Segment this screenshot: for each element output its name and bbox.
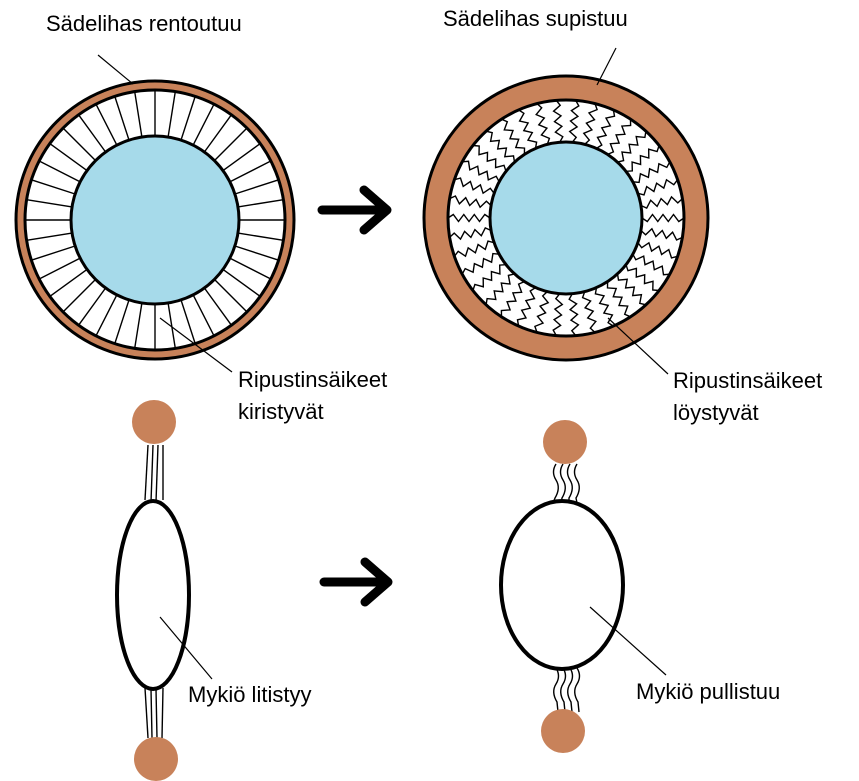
zonules-taut-bottom	[145, 688, 163, 738]
contracted-eye-ring	[424, 76, 708, 360]
label-lens-bulges: Mykiö pullistuu	[636, 677, 780, 707]
label-zonules-loosen-line2: löystyvät	[673, 398, 759, 428]
muscle-dot-top-left	[132, 400, 176, 444]
lens-flattened	[117, 501, 189, 689]
label-zonules-tighten-line1: Ripustinsäikeet	[238, 365, 387, 395]
leader-ciliary-relaxed	[98, 55, 133, 84]
label-zonules-loosen-line1: Ripustinsäikeet	[673, 366, 822, 396]
label-zonules-tighten-line2: kiristyvät	[238, 397, 324, 427]
label-lens-flattens: Mykiö litistyy	[188, 680, 311, 710]
bulging-lens-side-view	[501, 420, 623, 753]
lens-front-relaxed	[71, 136, 239, 304]
lens-bulged	[501, 501, 623, 669]
muscle-dot-top-right	[543, 420, 587, 464]
arrow-bottom	[324, 562, 388, 602]
label-ciliary-contracted: Sädelihas supistuu	[443, 4, 628, 34]
lens-front-contracted	[490, 142, 642, 294]
flat-lens-side-view	[117, 400, 189, 781]
relaxed-eye-ring	[16, 81, 294, 359]
zonules-loose-top	[553, 464, 579, 503]
zonules-loose-bottom	[554, 668, 580, 712]
leader-ciliary-contracted	[597, 48, 616, 85]
muscle-dot-bottom-left	[134, 737, 178, 781]
muscle-dot-bottom-right	[541, 709, 585, 753]
zonules-taut-top	[145, 445, 163, 502]
label-ciliary-relaxed: Sädelihas rentoutuu	[46, 9, 242, 39]
arrow-top	[322, 190, 387, 230]
